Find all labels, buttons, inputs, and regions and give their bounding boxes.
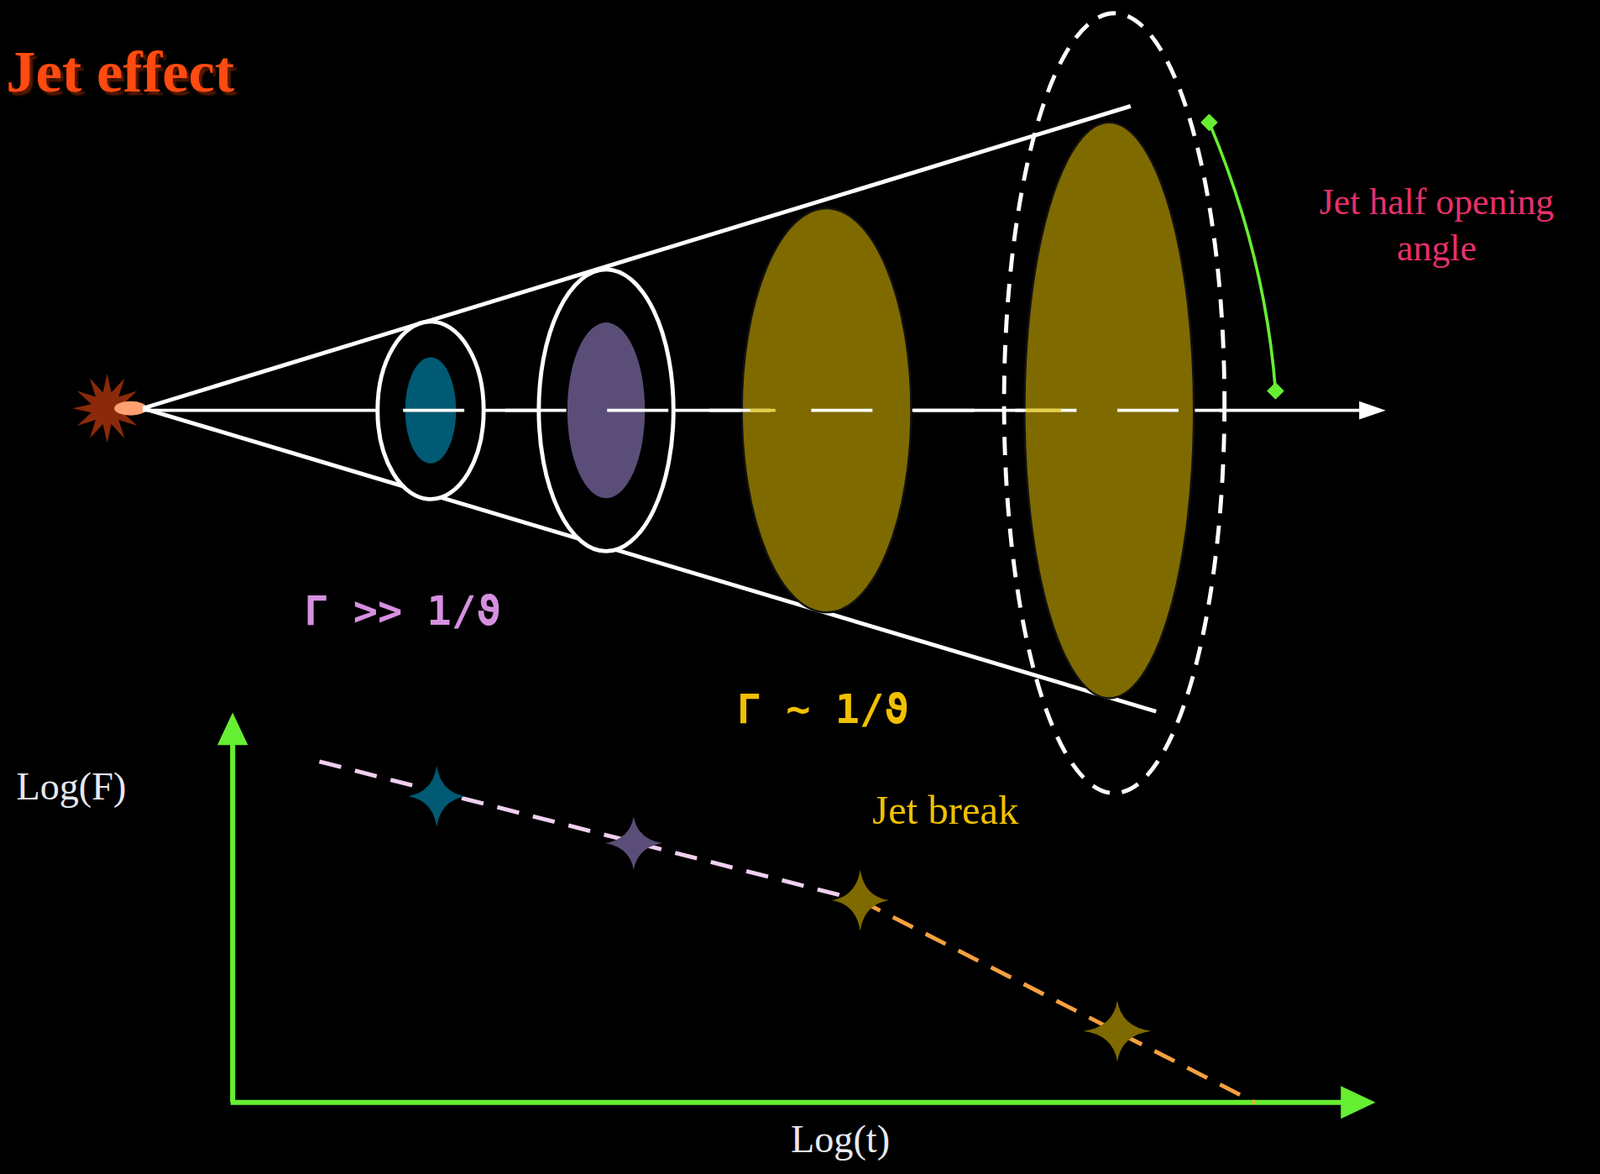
y-arrowhead: [217, 711, 248, 745]
break-label: Jet break: [872, 785, 1019, 835]
x-axis: [230, 1099, 1345, 1105]
arc-end: [1200, 114, 1219, 132]
data-point: [831, 869, 889, 931]
regime-label: Γ ~ 1/ϑ: [737, 683, 910, 733]
slide-title: Jet effect: [5, 36, 235, 109]
jet-axis-dashed: [402, 408, 1225, 413]
opening-angle-arc: [1200, 114, 1285, 400]
data-point: [407, 765, 466, 827]
data-point: [1083, 999, 1151, 1062]
explosion-burst: [72, 373, 147, 444]
angle-label: Jet half opening angle: [1283, 179, 1590, 272]
axis-tint: [749, 408, 775, 413]
axis-arrowhead: [1359, 401, 1386, 420]
axis-label: Log(t): [790, 1116, 890, 1163]
angle-arc: [1208, 122, 1276, 392]
y-axis: [230, 739, 236, 1103]
regime-label: Γ >> 1/ϑ: [303, 585, 501, 635]
light-curve-axes: [217, 711, 1376, 1119]
burst-glow: [114, 401, 147, 416]
dashed-shell: [1003, 13, 1225, 794]
arc-end: [1266, 381, 1285, 400]
x-arrowhead: [1340, 1085, 1376, 1119]
post-break-slope: [860, 899, 1255, 1103]
axis-label: Log(F): [15, 763, 126, 810]
data-point: [605, 815, 663, 869]
pre-break-slope: [318, 761, 860, 900]
axis-tint: [1025, 408, 1062, 413]
